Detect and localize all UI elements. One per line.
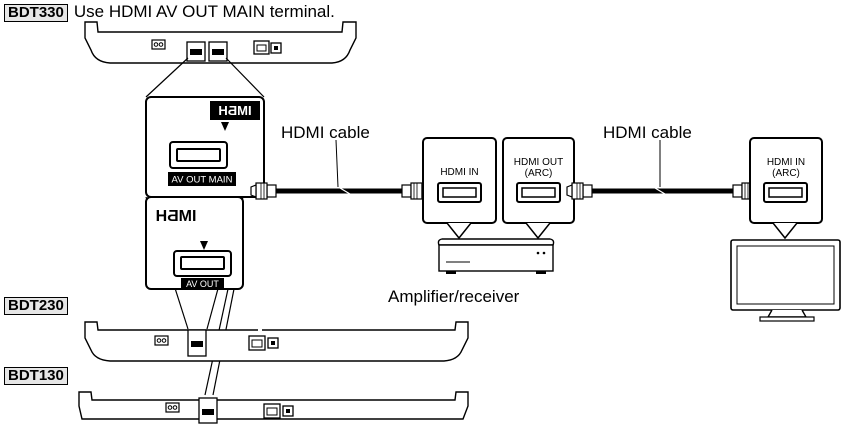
hdmi-cable-left [250, 139, 428, 200]
hdmi-logo-icon [210, 101, 260, 120]
inset-av-out: HƋMI AV OUT [145, 196, 244, 290]
amplifier-device [437, 238, 555, 274]
lan-port-icon [253, 40, 270, 55]
player-bdt230 [84, 321, 469, 362]
amp-port-hdmi-out-arc: HDMI OUT (ARC) [502, 137, 575, 240]
port-label-bar [168, 172, 236, 186]
tv-device [730, 239, 841, 322]
header-text: Use HDMI AV OUT MAIN terminal. [73, 2, 335, 21]
hdmi-cable-right [566, 140, 759, 200]
svg-text:(ARC): (ARC) [525, 168, 553, 179]
av-out-main-label: AV OUT MAIN [172, 175, 233, 186]
svg-text:(ARC): (ARC) [772, 168, 800, 179]
triangle-marker-icon [221, 122, 229, 131]
model-badge-bdt130: BDT130 [4, 367, 68, 385]
svg-text:HDMI IN: HDMI IN [440, 167, 478, 178]
port-label-bar [181, 278, 224, 289]
cable-label-right: HDMI cable [603, 123, 692, 142]
amp-port-hdmi-in: HDMI IN [422, 137, 497, 240]
amplifier-label: Amplifier/receiver [388, 287, 520, 306]
ac-inlet-icon [165, 402, 180, 413]
svg-text:HDMI OUT: HDMI OUT [514, 157, 563, 168]
svg-text:HƋMI: HƋMI [218, 103, 251, 118]
player-bdt130 [78, 391, 469, 424]
lan-port-icon [248, 335, 266, 351]
model-badge-bdt330: BDT330 [4, 4, 68, 22]
triangle-marker-icon [200, 241, 208, 250]
lan-port-icon [263, 403, 281, 419]
inset-av-out-main: HƋMI AV OUT MAIN [145, 96, 265, 198]
cable-label-left: HDMI cable [281, 123, 370, 142]
ac-inlet-icon [154, 335, 169, 346]
player-bdt330 [84, 21, 357, 64]
svg-text:HDMI IN: HDMI IN [767, 157, 805, 168]
tv-port-hdmi-in-arc: HDMI IN (ARC) [749, 137, 823, 240]
header: BDT330 Use HDMI AV OUT MAIN terminal. [4, 2, 335, 22]
hdmi-logo-icon: HƋMI [156, 208, 197, 225]
model-badge-bdt230: BDT230 [4, 297, 68, 315]
av-out-label: AV OUT [186, 279, 219, 289]
ac-inlet-icon [151, 39, 166, 50]
